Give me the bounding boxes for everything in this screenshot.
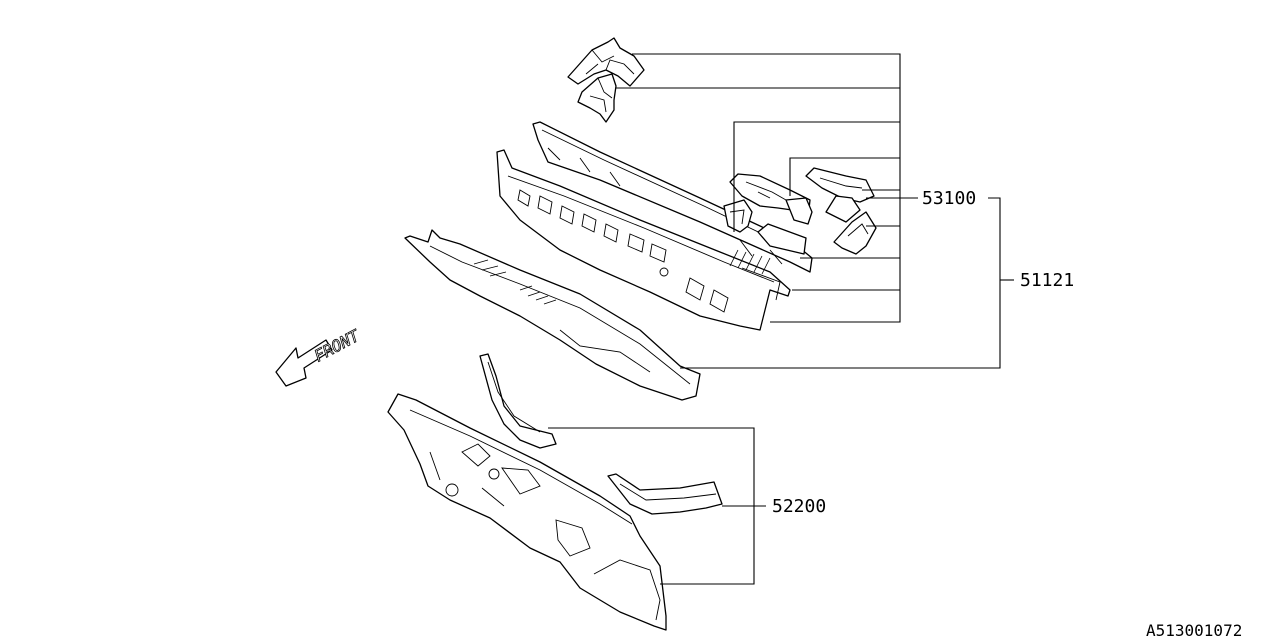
front-direction-arrow (275, 339, 333, 387)
dash-side-strip (479, 353, 557, 449)
callout-52200: 52200 (772, 496, 826, 517)
callout-53100: 53100 (922, 188, 976, 209)
right-bracket-g (833, 211, 877, 255)
dash-right-bracket (607, 473, 723, 515)
dash-panel (387, 393, 667, 631)
cowl-front-panel (496, 149, 791, 331)
leader-51121 (680, 197, 1014, 369)
leader-53100 (616, 53, 918, 323)
right-bracket-e (805, 167, 875, 203)
illustration-code: A513001072 (1146, 621, 1242, 640)
callout-51121: 51121 (1020, 270, 1074, 291)
leader-52200 (548, 427, 766, 585)
right-bracket-f (825, 195, 861, 223)
front-label: FRONT (311, 326, 364, 366)
right-bracket-c (785, 197, 813, 225)
cowl-lower-panel (404, 229, 701, 401)
top-bracket-upper (567, 37, 645, 87)
cowl-top-panel (532, 121, 813, 273)
top-bracket-lower (577, 73, 617, 123)
right-bracket-b (723, 199, 753, 233)
right-bracket-d (757, 223, 807, 255)
